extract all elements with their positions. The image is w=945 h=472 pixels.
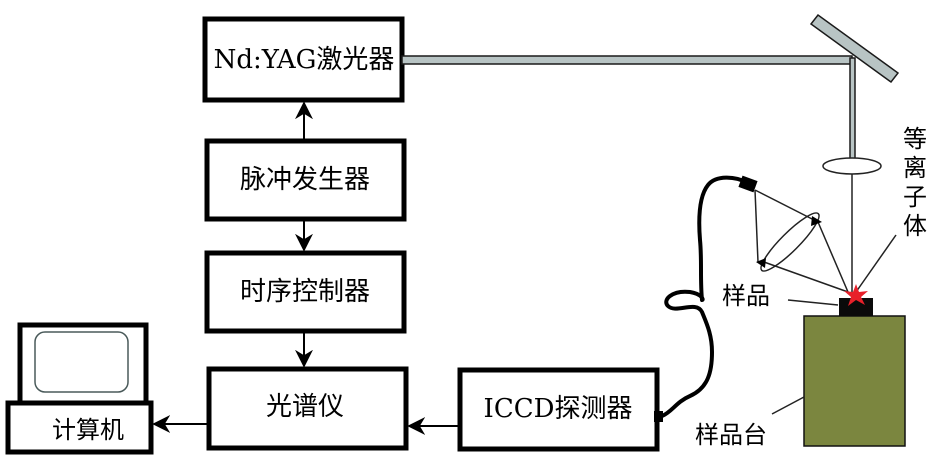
sample-pointer [787,299,839,306]
timing-controller-label: 时序控制器 [240,277,370,307]
computer-block: 计算机 [5,322,154,455]
pulse-generator-label: 脉冲发生器 [240,165,370,195]
focusing-lens [822,157,882,175]
plasma-spark [844,284,868,306]
mirror [809,13,900,84]
spectrometer-block: 光谱仪 [206,366,409,451]
sample [839,298,873,316]
svg-text:子: 子 [903,183,927,211]
laser-beam-horizontal [401,55,853,65]
collection-optics [754,189,849,293]
laser-block: Nd:YAG激光器 [202,16,405,103]
sample-stage-pointer [771,396,805,415]
computer-label: 计算机 [52,416,124,444]
pulse-generator-block: 脉冲发生器 [204,138,407,222]
svg-text:体: 体 [903,212,927,240]
plasma-label: 等 离 子 体 [903,125,927,240]
collection-lens [760,212,820,272]
laser-beam-vertical [849,57,856,164]
svg-text:离: 离 [903,154,927,182]
sample-stage-label: 样品台 [695,421,767,449]
optical-fiber [660,175,750,418]
sample-label: 样品 [722,282,770,310]
computer-screen [34,331,129,393]
iccd-detector-block: ICCD探测器 [457,367,663,452]
sample-stage [803,315,906,447]
plasma-pointer [855,234,897,293]
svg-text:等: 等 [903,125,927,153]
timing-controller-block: 时序控制器 [204,250,407,334]
fiber-connector-iccd [654,411,663,422]
fiber-collector-head [738,175,758,193]
iccd-detector-label: ICCD探测器 [484,394,633,424]
spectrometer-label: 光谱仪 [266,392,344,422]
laser-label: Nd:YAG激光器 [214,45,395,75]
